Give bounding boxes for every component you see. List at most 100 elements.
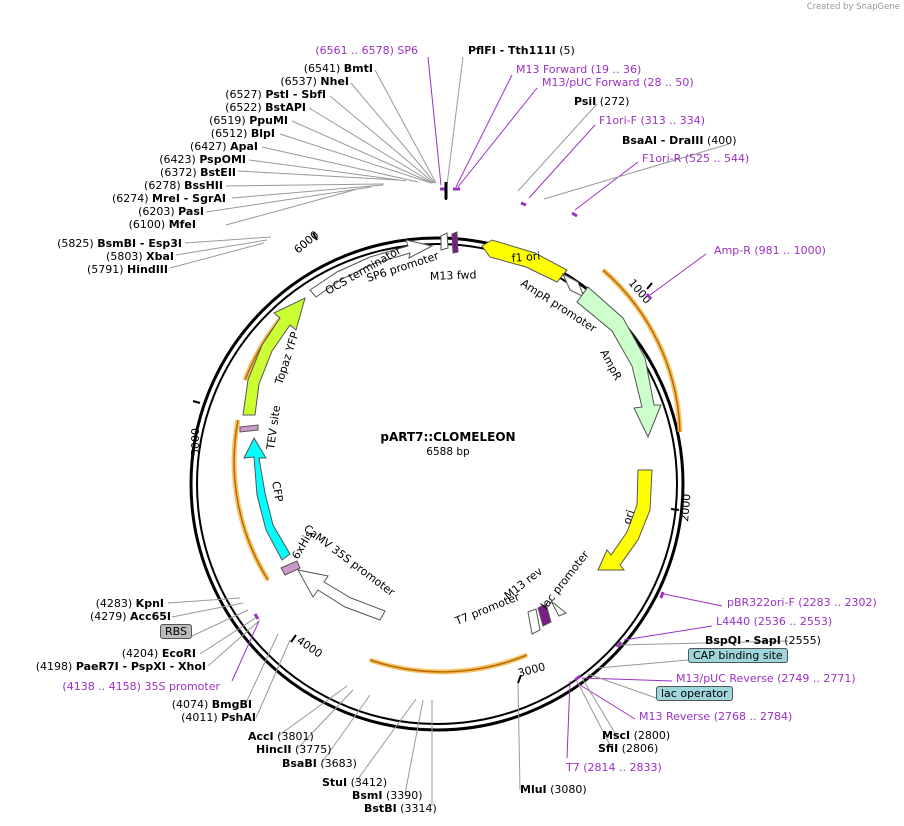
site-position: (6274) — [111, 192, 149, 205]
site-position: (6427) — [190, 140, 227, 153]
site-pspomi: (6423) PspOMI — [159, 153, 246, 166]
site-name: Acc65I — [130, 610, 171, 623]
feature-topaz-yfp — [242, 297, 306, 416]
label-cfp: CFP — [269, 480, 285, 503]
site-position: (3412) — [350, 776, 388, 789]
features — [239, 231, 662, 635]
feature-6xhis — [280, 560, 301, 576]
site-position: (6541) — [303, 62, 341, 75]
site-rbs: RBS — [160, 624, 192, 639]
site-l4440: L4440 (2536 .. 2553) — [716, 615, 832, 628]
site-position: (4283) — [95, 597, 133, 610]
plasmid-name: pART7::CLOMELEON — [380, 430, 515, 444]
badge-lac-operator: lac operator — [656, 686, 733, 701]
label-ampr: AmpR — [597, 347, 624, 382]
site-position: (5825) — [57, 237, 94, 250]
site-position: (6100) — [128, 218, 166, 231]
site-name: BsmI — [352, 789, 383, 802]
feature-camv-35s — [297, 569, 386, 621]
site-name: PspOMI — [199, 153, 246, 166]
site-name: NheI — [320, 75, 349, 88]
site-position: (2536 .. 2553) — [753, 615, 833, 628]
site-acc65i: (4279) Acc65I — [90, 610, 171, 623]
feature-ampr — [576, 286, 662, 439]
site-bstbi: BstBI (3314) — [364, 802, 437, 815]
site-name: AccI — [248, 730, 274, 743]
site-name: BsmBI - Esp3I — [97, 237, 182, 250]
site-name: PaeR7I - PspXI - XhoI — [75, 660, 206, 673]
feature-ocs-terminator — [309, 239, 434, 298]
tick-2000: 2000 — [678, 493, 693, 522]
site-m13-reverse: M13 Reverse (2768 .. 2784) — [639, 710, 792, 723]
site-bstapi: (6522) BstAPI — [225, 101, 306, 114]
site-mlui: MluI (3080) — [520, 783, 587, 796]
site-position: (400) — [706, 134, 737, 147]
plasmid-size: 6588 bp — [426, 446, 470, 458]
site-name: BmgBI — [211, 698, 252, 711]
feature-m13-fwd — [451, 231, 459, 254]
feature-lac-promoter — [550, 600, 567, 617]
site-position: (2749 .. 2771) — [777, 672, 856, 685]
site-position: (6372) — [160, 166, 197, 179]
label-ori: ori — [620, 508, 637, 526]
site-position: (3801) — [277, 730, 314, 743]
site-name: BspQI - SapI — [705, 634, 781, 647]
site-position: (5803) — [106, 250, 143, 263]
snapgene-credit: Created by SnapGene — [806, 2, 900, 12]
site-name: Amp-R — [714, 244, 751, 257]
site-position: (981 .. 1000) — [754, 244, 826, 257]
site-name: BstBI — [364, 802, 397, 815]
site-pshai: (4011) PshAI — [181, 711, 256, 724]
site-pbr322ori-f: pBR322ori-F (2283 .. 2302) — [727, 596, 877, 609]
site-position: (6423) — [159, 153, 196, 166]
site-amp-r: Amp-R (981 .. 1000) — [714, 244, 826, 257]
site-name: BlpI — [250, 127, 275, 140]
site-bsmbi-esp3i: (5825) BsmBI - Esp3I — [57, 237, 182, 250]
site-position: (4279) — [89, 610, 127, 623]
backbone-outer — [189, 236, 685, 732]
site-kpni: (4283) KpnI — [96, 597, 164, 610]
site-name: pBR322ori-F — [727, 596, 795, 609]
site-position: (4204) — [121, 647, 159, 660]
site-hincii: HincII (3775) — [256, 743, 332, 756]
label-6xhis: 6xHis — [289, 528, 316, 561]
site-name: PsiI — [574, 95, 597, 108]
site-position: (6512) — [210, 127, 248, 140]
site-name: F1ori-R — [642, 152, 682, 165]
tick-1000: 1000 — [626, 277, 654, 307]
site-name: SP6 — [397, 44, 418, 57]
site-position: (6519) — [209, 114, 246, 127]
feature-tev-site — [239, 424, 259, 433]
site-m13-forward: M13 Forward (19 .. 36) — [516, 63, 641, 76]
site-name: 35S promoter — [144, 680, 220, 693]
site-blpi: (6512) BlpI — [211, 127, 275, 140]
site-name: BssHII — [184, 179, 223, 192]
site-position: (313 .. 334) — [640, 114, 705, 127]
site-nhei: (6537) NheI — [280, 75, 349, 88]
site-position: (3775) — [295, 743, 332, 756]
site-name: BsaAI - DraIII — [622, 134, 704, 147]
site-position: (6278) — [144, 179, 181, 192]
site-name: MscI — [602, 729, 631, 742]
site-name: M13 Forward — [516, 63, 588, 76]
site-bsmi: BsmI (3390) — [352, 789, 423, 802]
site-name: HincII — [256, 743, 292, 756]
label-m13-fwd: M13 fwd — [430, 268, 477, 283]
site-position: (2768 .. 2784) — [713, 710, 793, 723]
site-name: EcoRI — [161, 647, 196, 660]
site-name: PpuMI — [249, 114, 288, 127]
site-mrei-sgrai: (6274) MreI - SgrAI — [112, 192, 226, 205]
site-name: T7 — [566, 761, 580, 774]
site-position: (3080) — [550, 783, 587, 796]
site-bsaai-draiii: BsaAI - DraIII (400) — [622, 134, 737, 147]
tick-3000: 3000 — [516, 660, 546, 680]
site-bsteii: (6372) BstEII — [160, 166, 236, 179]
site-hindiii: (5791) HindIII — [87, 263, 168, 276]
site-name: StuI — [322, 776, 348, 789]
site-bsshii: (6278) BssHII — [144, 179, 223, 192]
site-cap-binding-site: CAP binding site — [688, 648, 788, 663]
site-f1ori-f: F1ori-F (313 .. 334) — [599, 114, 705, 127]
site-xbai: (5803) XbaI — [106, 250, 174, 263]
site-position: (3390) — [386, 789, 423, 802]
site-position: (4138 .. 4158) — [62, 680, 141, 693]
